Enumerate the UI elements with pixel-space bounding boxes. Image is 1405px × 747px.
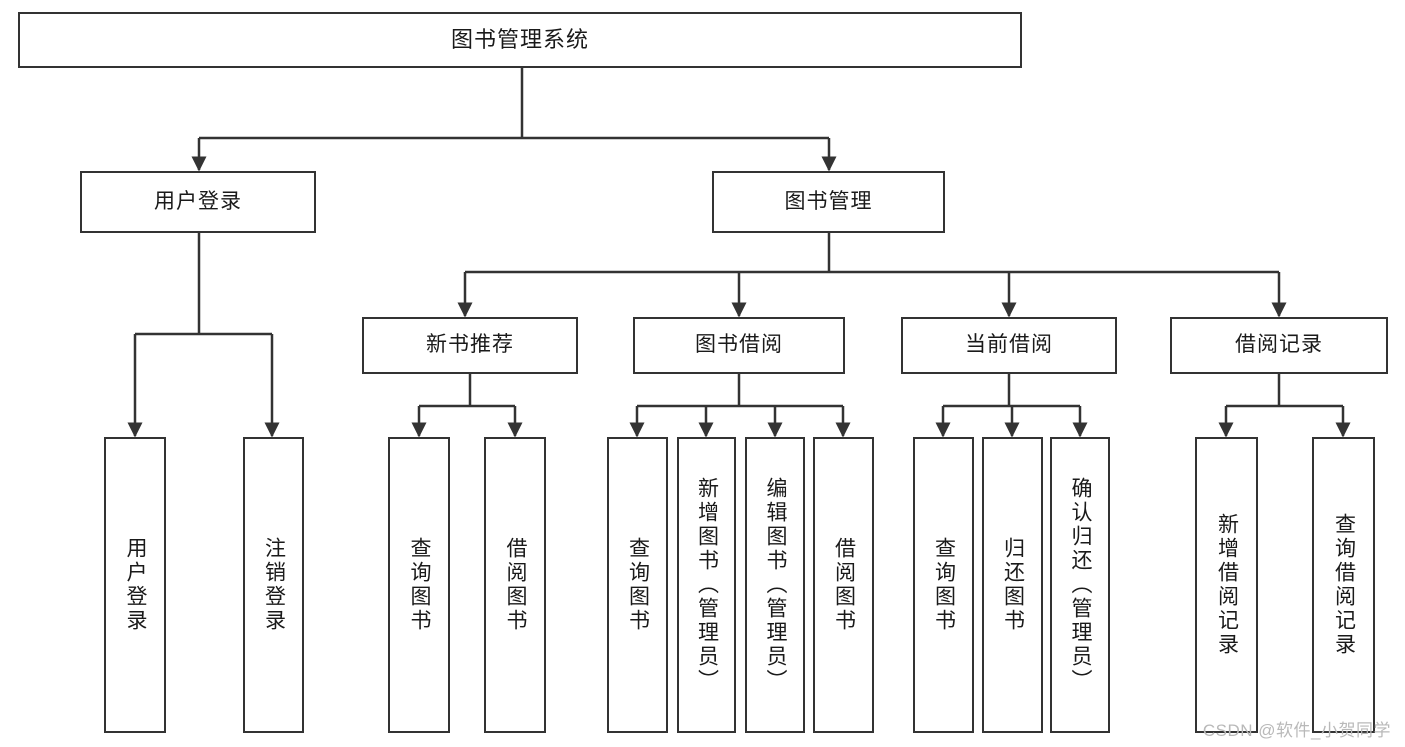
node-new-book-recommend[interactable]: 新书推荐: [362, 317, 578, 374]
node-label-user-login: 用户登录: [154, 189, 242, 213]
node-label-leaf-borrow-book: 借阅图书: [832, 537, 856, 633]
node-label-leaf-borrow-book-rec: 借阅图书: [504, 537, 528, 633]
node-leaf-borrow-book-rec[interactable]: 借阅图书: [484, 437, 546, 733]
node-book-manage[interactable]: 图书管理: [712, 171, 945, 233]
node-label-leaf-query-book-borrow: 查询图书: [626, 537, 650, 633]
node-label-book-manage: 图书管理: [784, 189, 873, 213]
node-borrow-record[interactable]: 借阅记录: [1170, 317, 1388, 374]
node-label-leaf-add-book: 新增图书（管理员）: [695, 477, 719, 693]
node-label-leaf-user-login: 用户登录: [124, 537, 148, 633]
node-label-new-book-recommend: 新书推荐: [426, 333, 514, 357]
node-leaf-borrow-book[interactable]: 借阅图书: [813, 437, 874, 733]
node-label-borrow-record: 借阅记录: [1235, 333, 1323, 357]
node-label-leaf-edit-book: 编辑图书（管理员）: [764, 477, 788, 693]
node-leaf-query-book-cur[interactable]: 查询图书: [913, 437, 974, 733]
node-leaf-logout[interactable]: 注销登录: [243, 437, 304, 733]
node-label-book-borrow: 图书借阅: [695, 333, 783, 357]
node-label-leaf-query-record: 查询借阅记录: [1332, 513, 1356, 657]
node-leaf-query-book-borrow[interactable]: 查询图书: [607, 437, 668, 733]
node-label-leaf-add-record: 新增借阅记录: [1215, 513, 1239, 657]
node-leaf-query-record[interactable]: 查询借阅记录: [1312, 437, 1375, 733]
node-leaf-user-login[interactable]: 用户登录: [104, 437, 166, 733]
node-leaf-add-record[interactable]: 新增借阅记录: [1195, 437, 1258, 733]
node-label-root: 图书管理系统: [450, 27, 589, 53]
node-user-login[interactable]: 用户登录: [80, 171, 316, 233]
node-leaf-confirm-return[interactable]: 确认归还（管理员）: [1050, 437, 1110, 733]
node-leaf-query-book-rec[interactable]: 查询图书: [388, 437, 450, 733]
node-current-borrow[interactable]: 当前借阅: [901, 317, 1117, 374]
node-label-leaf-logout: 注销登录: [262, 537, 286, 633]
node-label-current-borrow: 当前借阅: [965, 333, 1053, 357]
node-leaf-add-book[interactable]: 新增图书（管理员）: [677, 437, 736, 733]
node-label-leaf-return-book: 归还图书: [1001, 537, 1025, 633]
node-book-borrow[interactable]: 图书借阅: [633, 317, 845, 374]
node-leaf-edit-book[interactable]: 编辑图书（管理员）: [745, 437, 805, 733]
node-label-leaf-confirm-return: 确认归还（管理员）: [1069, 477, 1093, 693]
node-root[interactable]: 图书管理系统: [18, 12, 1022, 68]
connector-lines: [127, 68, 1351, 438]
node-leaf-return-book[interactable]: 归还图书: [982, 437, 1043, 733]
node-label-leaf-query-book-rec: 查询图书: [408, 537, 432, 633]
node-label-leaf-query-book-cur: 查询图书: [932, 537, 956, 633]
watermark-label: CSDN @软件_小贺同学: [1202, 721, 1391, 740]
